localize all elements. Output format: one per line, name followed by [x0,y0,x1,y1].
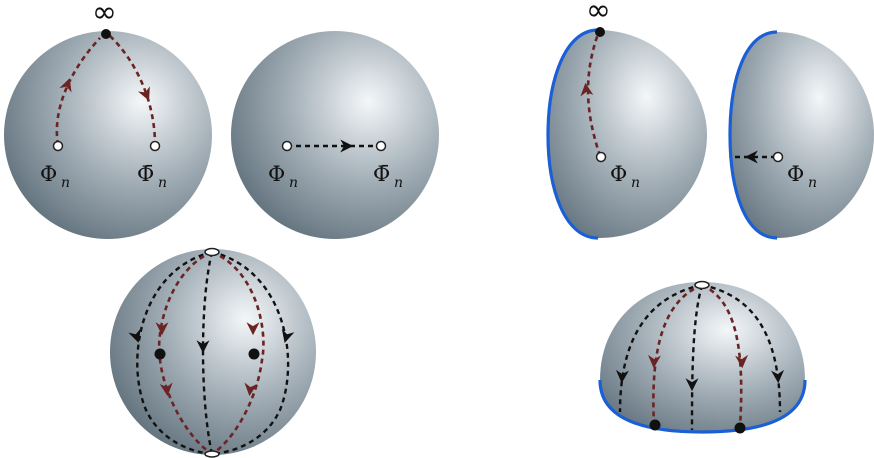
black-meridian [618,283,703,413]
black-meridian [136,250,213,456]
phi-bar-label: Φ̄ [373,162,390,186]
sphere-top-middle: Φ n Φ̄ n [231,31,439,239]
puncture-point-icon [772,151,784,163]
sphere-bottom-left [110,247,316,458]
phi-label: Φ [787,162,804,186]
puncture-point-icon [52,140,64,152]
black-meridian [690,284,704,431]
red-path-up [586,33,602,157]
phi-bar-label: Φ̄ [137,162,154,186]
puncture-point-icon [149,140,161,152]
black-meridian [701,283,782,413]
infinity-point-icon [101,29,111,39]
red-path-down [109,35,157,146]
puncture-point-icon [375,140,387,152]
marked-point-icon [248,348,260,360]
phi-label: Φ [610,162,627,186]
phi-subscript: n [631,175,640,191]
puncture-point-icon [204,450,220,458]
puncture-point-icon [204,247,220,257]
blue-boundary [598,379,807,434]
phi-label: Φ [40,162,57,186]
red-meridian [157,250,213,456]
infinity-point-icon [595,27,605,37]
sphere-top-left: ∞ Φ n Φ̄ n [4,0,212,239]
puncture-point-icon [281,140,293,152]
blue-boundary [546,28,599,240]
phi-label: Φ [268,162,285,186]
black-meridian [211,250,290,456]
puncture-point-icon [595,151,607,163]
phi-subscript: n [289,175,298,191]
marked-point-icon [154,348,166,360]
infinity-label: ∞ [92,0,117,30]
phi-bar-subscript: n [158,175,167,191]
marked-point-icon [649,419,661,431]
marked-point-icon [734,422,746,434]
red-meridian [211,250,265,456]
blue-boundary [728,30,778,240]
hemisphere-left-piece: ∞ Φ n [546,0,707,240]
hemisphere-right-piece: Φ n [728,30,874,240]
phi-subscript: n [61,175,70,191]
red-meridian [701,283,743,428]
dome-bottom-right [598,280,807,434]
phi-subscript: n [808,175,817,191]
puncture-point-icon [694,280,710,290]
phi-bar-subscript: n [394,175,403,191]
infinity-label: ∞ [586,0,611,28]
red-meridian [652,283,703,426]
